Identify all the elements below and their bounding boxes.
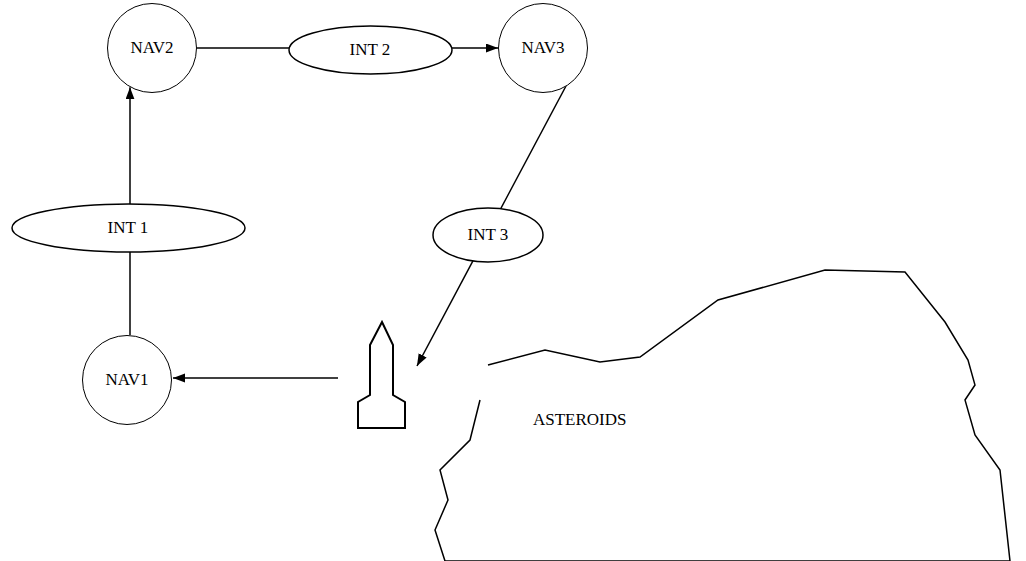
asteroid-outline [425, 260, 1026, 561]
node-label: NAV2 [130, 38, 173, 58]
asteroid-region: ASTEROIDS [425, 260, 1026, 561]
nav-circle: NAV3 [498, 3, 588, 93]
node-label: NAV1 [105, 370, 148, 390]
nav-circle: NAV2 [107, 3, 197, 93]
node-label: INT 3 [468, 225, 509, 245]
int-ellipse: INT 2 [288, 25, 453, 75]
course-arrow [173, 377, 338, 379]
int-ellipse: INT 3 [432, 207, 544, 263]
course-arrow [417, 86, 566, 366]
node-label: NAV3 [521, 38, 564, 58]
int-ellipse: INT 1 [11, 203, 246, 253]
node-label: INT 1 [108, 218, 149, 238]
node-label: ASTEROIDS [533, 410, 627, 430]
node-label: INT 2 [350, 40, 391, 60]
nav-circle: NAV1 [82, 335, 172, 425]
ship-icon [358, 322, 405, 428]
